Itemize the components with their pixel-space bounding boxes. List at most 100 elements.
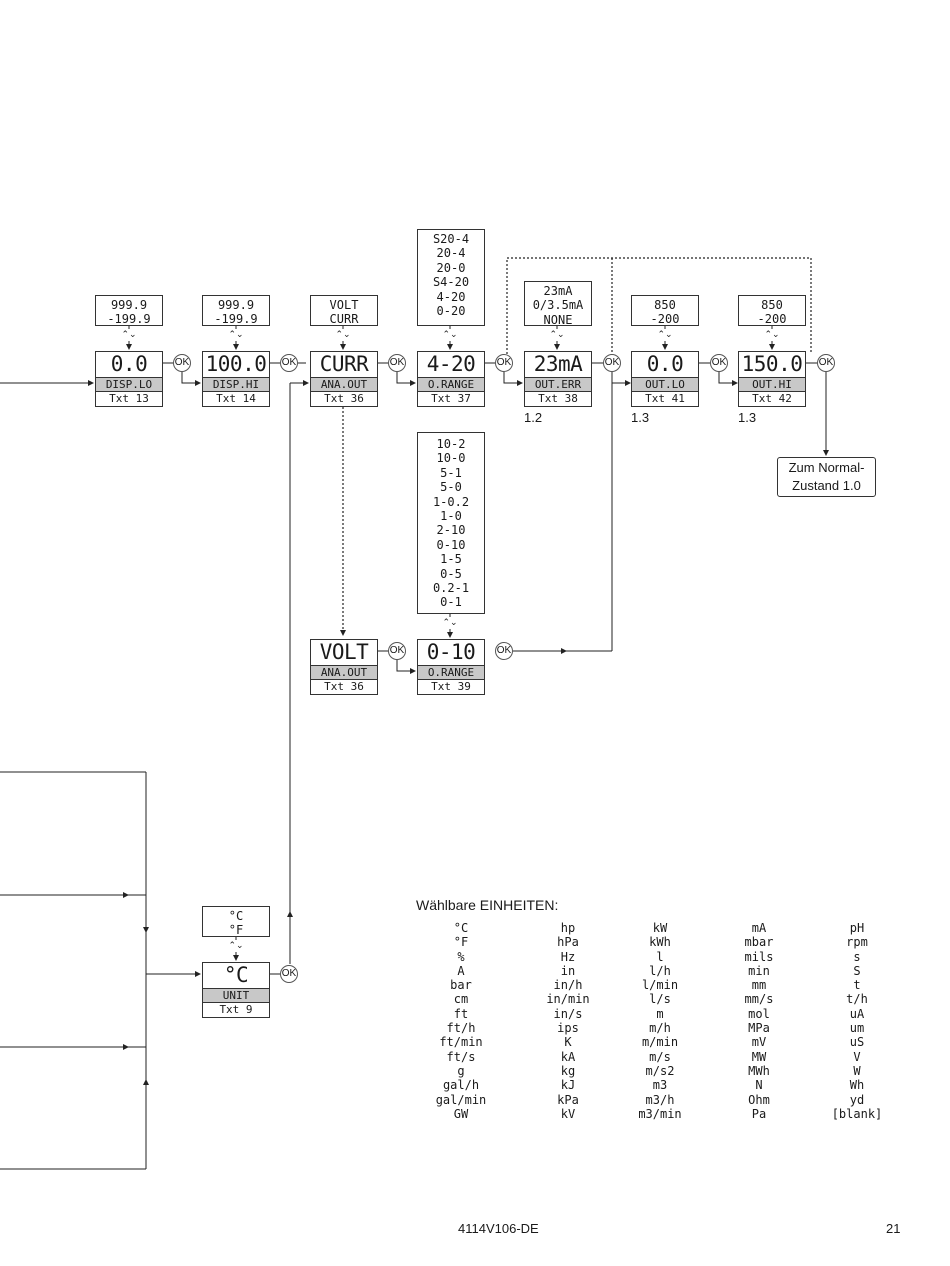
unit-item: K — [564, 1035, 572, 1050]
disp-lo-display[interactable]: 0.0 DISP.LO Txt 13 — [95, 351, 163, 407]
ok-button[interactable]: OK — [603, 354, 621, 372]
unit-item: bar — [450, 978, 472, 993]
option-item: 2-10 — [436, 523, 466, 538]
unit-item: l/s — [649, 992, 671, 1007]
option-item: 1-0 — [440, 509, 462, 524]
unit-item: Hz — [560, 949, 576, 964]
unit-item: in/min — [546, 992, 590, 1007]
unit-item: kV — [560, 1106, 576, 1121]
option-item: 1-5 — [440, 552, 462, 567]
ok-button[interactable]: OK — [280, 354, 298, 372]
o-range-volt-display[interactable]: 0-10 O.RANGE Txt 39 — [417, 639, 485, 695]
display-label: DISP.LO — [95, 377, 163, 392]
display-label: O.RANGE — [417, 377, 485, 392]
unit-item: ips — [557, 1021, 579, 1036]
o-range-volt-options: 10-2 10-0 5-1 5-0 1-0.2 1-0 2-10 0-10 1-… — [417, 432, 485, 614]
option-item: CURR — [329, 312, 359, 327]
display-label: UNIT — [202, 988, 270, 1003]
ok-button[interactable]: OK — [173, 354, 191, 372]
unit-item: l/min — [641, 978, 679, 993]
disp-hi-display[interactable]: 100.0 DISP.HI Txt 14 — [202, 351, 270, 407]
unit-item: kJ — [560, 1078, 576, 1093]
unit-item: mol — [748, 1006, 770, 1021]
o-range-curr-options: S20-4 20-4 20-0 S4-20 4-20 0-20 — [417, 229, 485, 326]
ok-button[interactable]: OK — [495, 354, 513, 372]
ok-button[interactable]: OK — [388, 642, 406, 660]
display-value: 23mA — [524, 351, 592, 377]
unit-item: Ohm — [748, 1092, 770, 1107]
unit-item: s — [853, 949, 861, 964]
unit-item: MPa — [748, 1021, 770, 1036]
unit-item: m/s — [649, 1049, 671, 1064]
unit-item: MWh — [748, 1063, 770, 1078]
unit-item: kA — [560, 1049, 576, 1064]
document-code: 4114V106-DE — [458, 1221, 539, 1236]
unit-item: m3/min — [638, 1106, 682, 1121]
unit-item: kW — [652, 921, 668, 935]
display-text-ref: Txt 36 — [310, 392, 378, 407]
unit-item: in — [560, 963, 576, 978]
ok-button[interactable]: OK — [817, 354, 835, 372]
display-label: O.RANGE — [417, 665, 485, 680]
option-item: 23mA — [543, 284, 573, 298]
display-label: OUT.ERR — [524, 377, 592, 392]
unit-item: m3/h — [645, 1092, 675, 1107]
o-range-curr-display[interactable]: 4-20 O.RANGE Txt 37 — [417, 351, 485, 407]
option-item: °C — [228, 909, 244, 923]
unit-item: m/s2 — [645, 1063, 675, 1078]
unit-display[interactable]: °C UNIT Txt 9 — [202, 962, 270, 1018]
ok-button[interactable]: OK — [710, 354, 728, 372]
unit-item: mV — [751, 1035, 767, 1050]
display-value: °C — [202, 962, 270, 988]
ana-out-curr-display[interactable]: CURR ANA.OUT Txt 36 — [310, 351, 378, 407]
unit-item: m/h — [649, 1021, 671, 1036]
option-item: -199.9 — [107, 312, 151, 327]
display-text-ref: Txt 9 — [202, 1003, 270, 1018]
ana-out-volt-display[interactable]: VOLT ANA.OUT Txt 36 — [310, 639, 378, 695]
display-text-ref: Txt 37 — [417, 392, 485, 407]
display-text-ref: Txt 13 — [95, 392, 163, 407]
unit-item: V — [853, 1049, 861, 1064]
unit-item: g — [457, 1063, 465, 1078]
out-err-display[interactable]: 23mA OUT.ERR Txt 38 — [524, 351, 592, 407]
unit-item: GW — [453, 1106, 469, 1121]
unit-item: yd — [849, 1092, 865, 1107]
unit-item: hp — [560, 921, 576, 935]
display-label: OUT.HI — [738, 377, 806, 392]
option-item: -200 — [757, 312, 787, 327]
option-item: 0/3.5mA — [532, 298, 584, 313]
unit-item: um — [849, 1021, 865, 1036]
unit-item: Wh — [849, 1078, 865, 1093]
unit-item: uA — [849, 1006, 865, 1021]
unit-item: gal/h — [442, 1078, 480, 1093]
option-item: 0-10 — [436, 537, 466, 552]
option-item: VOLT — [329, 298, 359, 312]
ana-out-options: VOLT CURR — [310, 295, 378, 326]
ok-button[interactable]: OK — [388, 354, 406, 372]
display-text-ref: Txt 36 — [310, 680, 378, 695]
ok-button[interactable]: OK — [280, 965, 298, 983]
unit-item: mm/s — [744, 992, 774, 1007]
display-value: 4-20 — [417, 351, 485, 377]
unit-item: m3 — [652, 1078, 668, 1093]
option-item: 0-20 — [436, 304, 466, 319]
unit-item: °C — [453, 921, 469, 935]
out-lo-display[interactable]: 0.0 OUT.LO Txt 41 — [631, 351, 699, 407]
display-label: DISP.HI — [202, 377, 270, 392]
ok-button[interactable]: OK — [495, 642, 513, 660]
display-text-ref: Txt 42 — [738, 392, 806, 407]
display-value: 150.0 — [738, 351, 806, 377]
unit-item: ft/min — [439, 1035, 483, 1050]
unit-item: min — [748, 963, 770, 978]
unit-item: ft/h — [446, 1021, 476, 1036]
display-label: ANA.OUT — [310, 665, 378, 680]
display-text-ref: Txt 41 — [631, 392, 699, 407]
display-value: 0.0 — [631, 351, 699, 377]
option-item: 20-0 — [436, 260, 466, 275]
unit-options: °C °F — [202, 906, 270, 937]
out-hi-display[interactable]: 150.0 OUT.HI Txt 42 — [738, 351, 806, 407]
up-down-icon: ⌃⌄ — [437, 329, 463, 341]
display-label: OUT.LO — [631, 377, 699, 392]
